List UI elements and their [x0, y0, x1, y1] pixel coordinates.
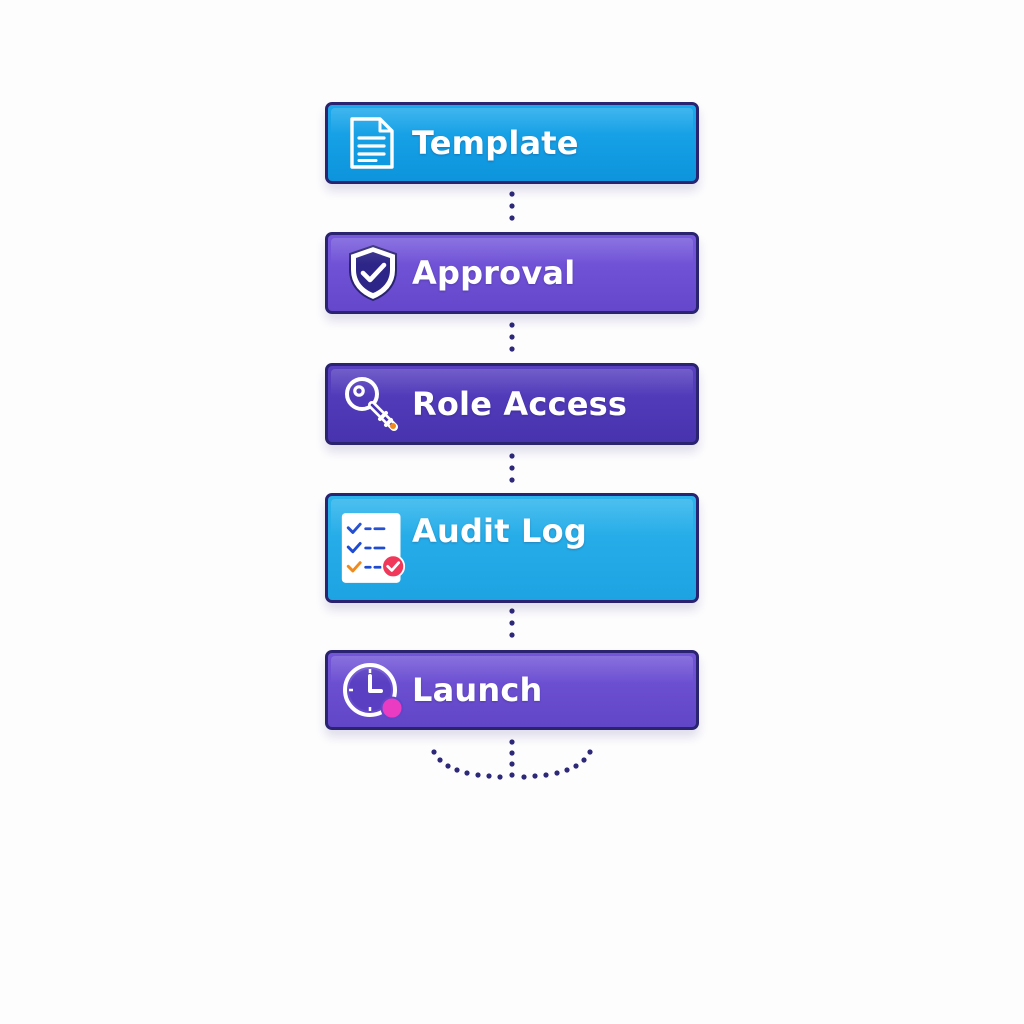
step-label-approval: Approval [412, 254, 576, 292]
step-label-launch: Launch [412, 671, 543, 709]
step-label-role-access: Role Access [412, 385, 628, 423]
shield-check-icon [340, 235, 406, 311]
connector-tail [509, 739, 515, 778]
step-role-access[interactable]: Role Access [325, 363, 699, 445]
step-approval[interactable]: Approval [325, 232, 699, 314]
step-template[interactable]: Template [325, 102, 699, 184]
checklist-icon [340, 508, 406, 588]
clock-icon [340, 653, 406, 727]
document-icon [340, 105, 406, 181]
connector-arc [431, 749, 593, 780]
step-audit-log[interactable]: Audit Log [325, 493, 699, 603]
connector-1 [509, 191, 515, 221]
connector-4 [509, 608, 515, 638]
connector-2 [509, 322, 515, 352]
step-launch[interactable]: Launch [325, 650, 699, 730]
connector-3 [509, 453, 515, 483]
key-icon [340, 366, 406, 442]
step-label-template: Template [412, 124, 579, 162]
step-label-audit-log: Audit Log [412, 512, 587, 550]
